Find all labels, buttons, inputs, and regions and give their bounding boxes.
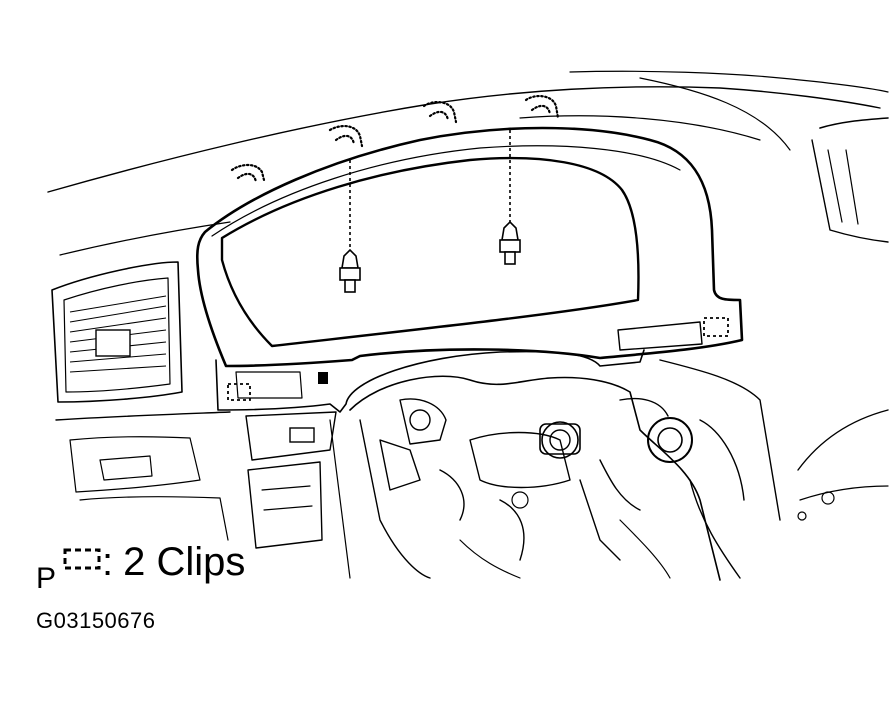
lower-left-panel bbox=[55, 411, 351, 579]
figure-code: G03150676 bbox=[36, 608, 156, 633]
dashboard-top-contours bbox=[47, 70, 889, 256]
clip-legend: P : 2 Clips bbox=[36, 532, 246, 594]
legend-prefix: P bbox=[36, 562, 57, 595]
screw-left-icon bbox=[339, 160, 361, 293]
legend-text: 2 Clips bbox=[123, 540, 246, 584]
cluster-finish-panel bbox=[195, 126, 744, 368]
right-side-vent bbox=[797, 117, 889, 521]
upper-clip-icons bbox=[230, 94, 560, 184]
cluster-lower-trim bbox=[215, 317, 729, 413]
legend-separator: : bbox=[102, 540, 114, 584]
dashed-box-clip-icon bbox=[63, 548, 101, 570]
screw-right-icon bbox=[499, 130, 521, 265]
left-air-vent bbox=[51, 261, 183, 403]
steering-column-assembly bbox=[349, 359, 781, 581]
